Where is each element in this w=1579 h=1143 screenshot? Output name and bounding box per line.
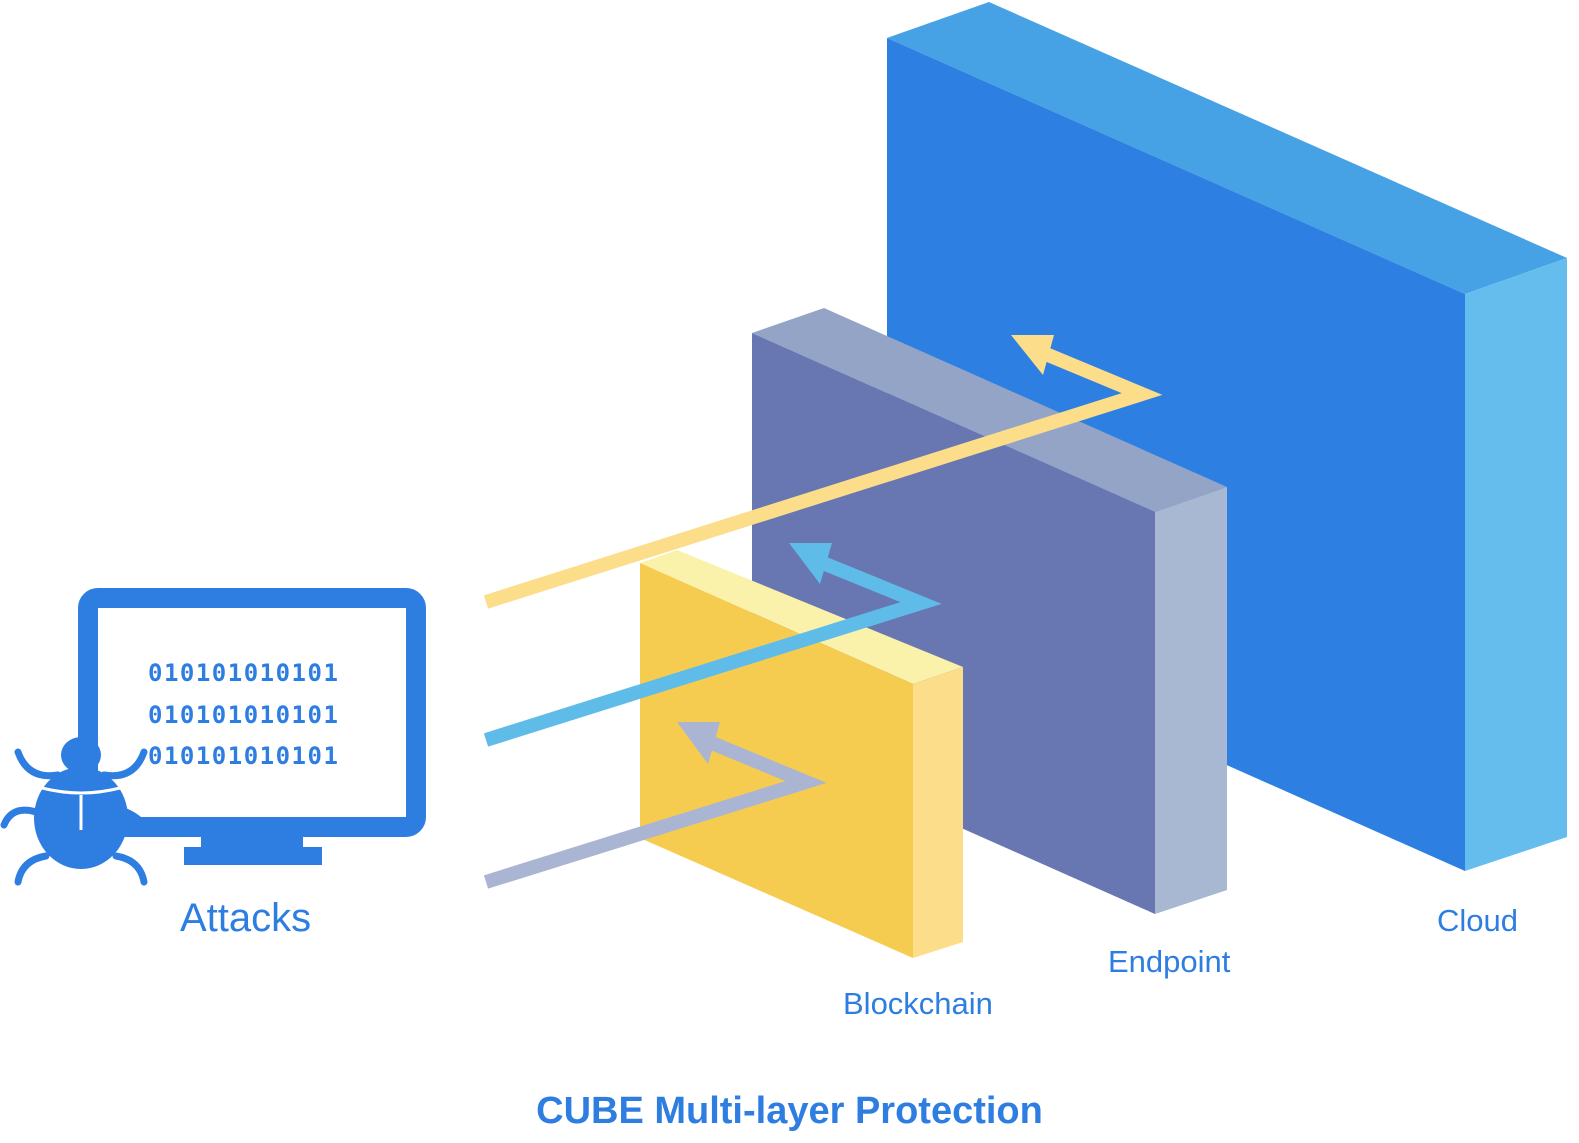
blockchain-attack-arrow <box>483 722 827 889</box>
endpoint-layer-top <box>752 308 1227 512</box>
bug-leg-right-low <box>112 852 148 886</box>
monitor-stand <box>184 847 322 865</box>
bug-head <box>61 737 101 773</box>
page-title: CUBE Multi-layer Protection <box>536 1090 1043 1132</box>
cloud-attack-arrow-line <box>483 345 1163 609</box>
bug-leg-left-mid <box>0 806 40 829</box>
blockchain-layer-side <box>913 667 963 958</box>
binary-line-2: 010101010101 <box>148 701 340 729</box>
monitor-screen <box>78 588 426 837</box>
endpoint-attack-arrowhead <box>789 543 832 584</box>
blockchain-attack-arrow-line <box>483 734 827 889</box>
blockchain-label: Blockchain <box>843 986 993 1021</box>
endpoint-attack-arrow <box>483 543 942 747</box>
binary-line-1: 010101010101 <box>148 659 340 687</box>
cloud-attack-arrow <box>483 335 1163 609</box>
cloud-attack-arrowhead <box>1011 335 1054 375</box>
cloud-label: Cloud <box>1437 903 1518 938</box>
cloud-layer-side <box>1465 258 1567 871</box>
bug-leg-right-mid <box>122 808 170 837</box>
attacks-label: Attacks <box>180 896 312 940</box>
bug-icon <box>0 737 170 886</box>
endpoint-layer-side <box>1155 487 1227 914</box>
blockchain-layer-top <box>640 550 963 684</box>
bug-antenna-left <box>14 748 62 780</box>
bug-antenna-right <box>100 748 148 780</box>
monitor-neck <box>201 836 303 849</box>
endpoint-label: Endpoint <box>1108 944 1231 979</box>
endpoint-attack-arrow-line <box>483 554 942 747</box>
monitor-icon <box>78 588 426 865</box>
blockchain-attack-arrowhead <box>677 722 720 764</box>
binary-line-3: 010101010101 <box>148 742 340 770</box>
bug-shell-line <box>41 786 121 795</box>
blockchain-layer <box>640 550 963 958</box>
blockchain-layer-front <box>640 563 913 958</box>
bug-leg-left-low <box>14 852 50 886</box>
cloud-layer-top <box>887 2 1567 294</box>
